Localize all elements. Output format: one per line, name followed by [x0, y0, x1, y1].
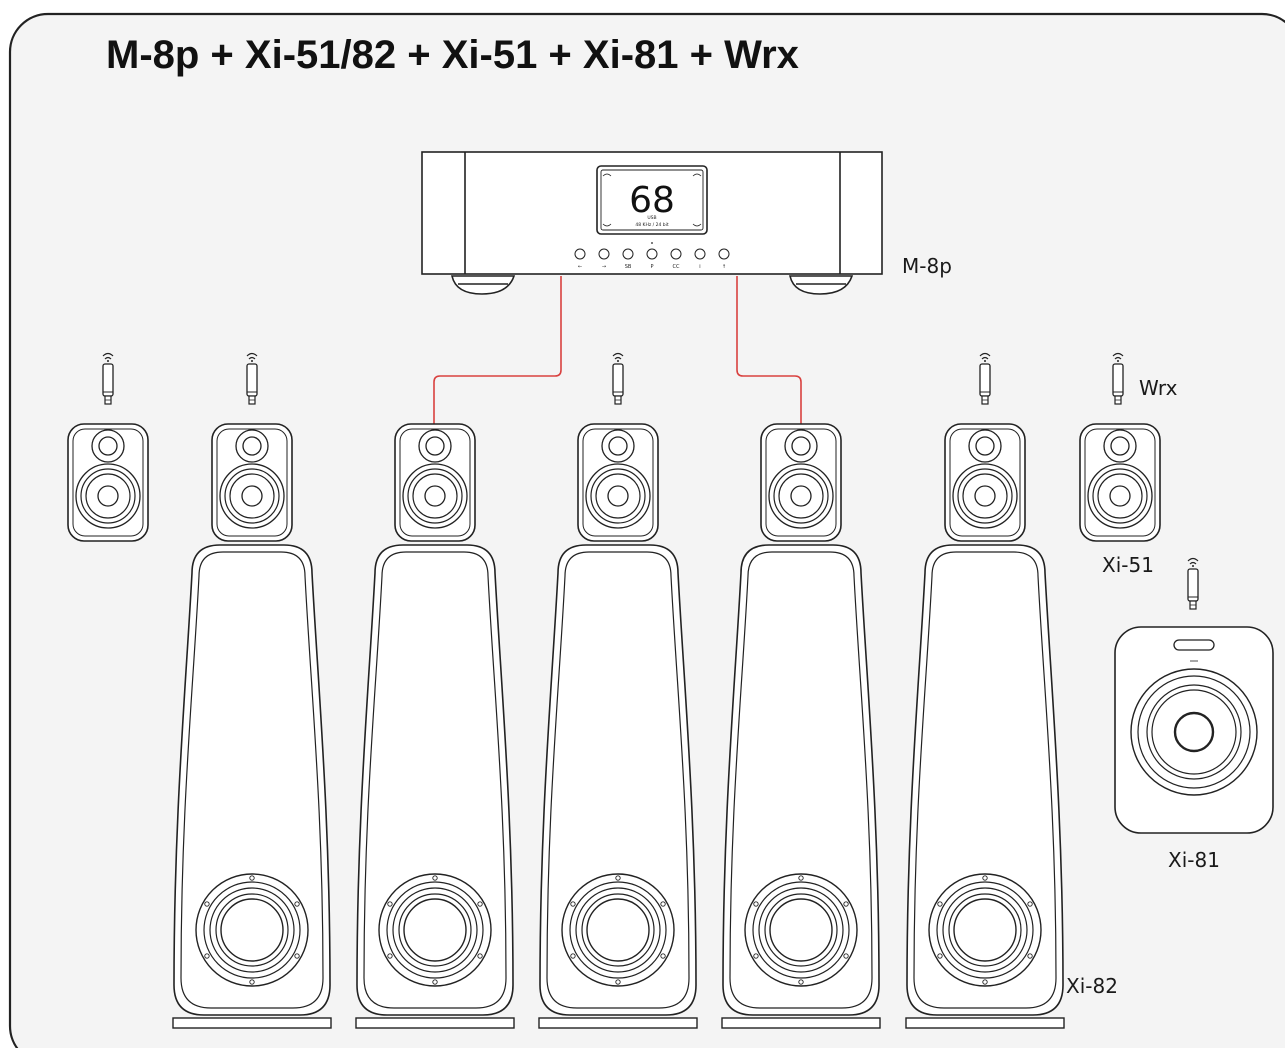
diagram-title: M-8p + Xi-51/82 + Xi-51 + Xi-81 + Wrx	[106, 33, 799, 78]
label-xi81: Xi-81	[1168, 848, 1220, 872]
amplifier-button	[599, 249, 609, 259]
xi51-speaker	[1080, 424, 1160, 541]
label-m8p: M-8p	[902, 254, 952, 278]
amplifier-button-label: SB	[625, 264, 632, 270]
amplifier-display-format: 48 KHz / 24 bit	[635, 222, 668, 228]
xi81-subwoofer	[1115, 627, 1273, 833]
amplifier-button	[647, 249, 657, 259]
xi82-subwoofer	[539, 545, 697, 1028]
amplifier-button	[695, 249, 705, 259]
amplifier-button	[623, 249, 633, 259]
label-xi82: Xi-82	[1066, 974, 1118, 998]
xi51-speaker	[212, 424, 292, 541]
xi82-subwoofer	[906, 545, 1064, 1028]
xi82-subwoofer	[356, 545, 514, 1028]
amplifier-display-unit: USB	[647, 215, 656, 221]
xi51-speaker	[945, 424, 1025, 541]
label-wrx: Wrx	[1139, 376, 1177, 400]
amplifier-button	[719, 249, 729, 259]
amplifier-button	[575, 249, 585, 259]
amplifier-display-value: 68	[629, 180, 675, 221]
amplifier-button	[671, 249, 681, 259]
amplifier-button-label: i	[699, 264, 700, 270]
amplifier-button-label: P	[650, 264, 653, 270]
amplifier-button-label: ↑	[722, 264, 726, 270]
xi51-speaker	[761, 424, 841, 541]
amplifier-button-label: →	[602, 264, 606, 270]
xi51-speaker	[395, 424, 475, 541]
xi82-subwoofer	[173, 545, 331, 1028]
amplifier-button-label: ←	[578, 264, 582, 270]
label-xi51: Xi-51	[1102, 553, 1154, 577]
amplifier-button-label: CC	[673, 264, 680, 270]
xi51-speaker	[68, 424, 148, 541]
xi82-subwoofer	[722, 545, 880, 1028]
xi51-speaker	[578, 424, 658, 541]
